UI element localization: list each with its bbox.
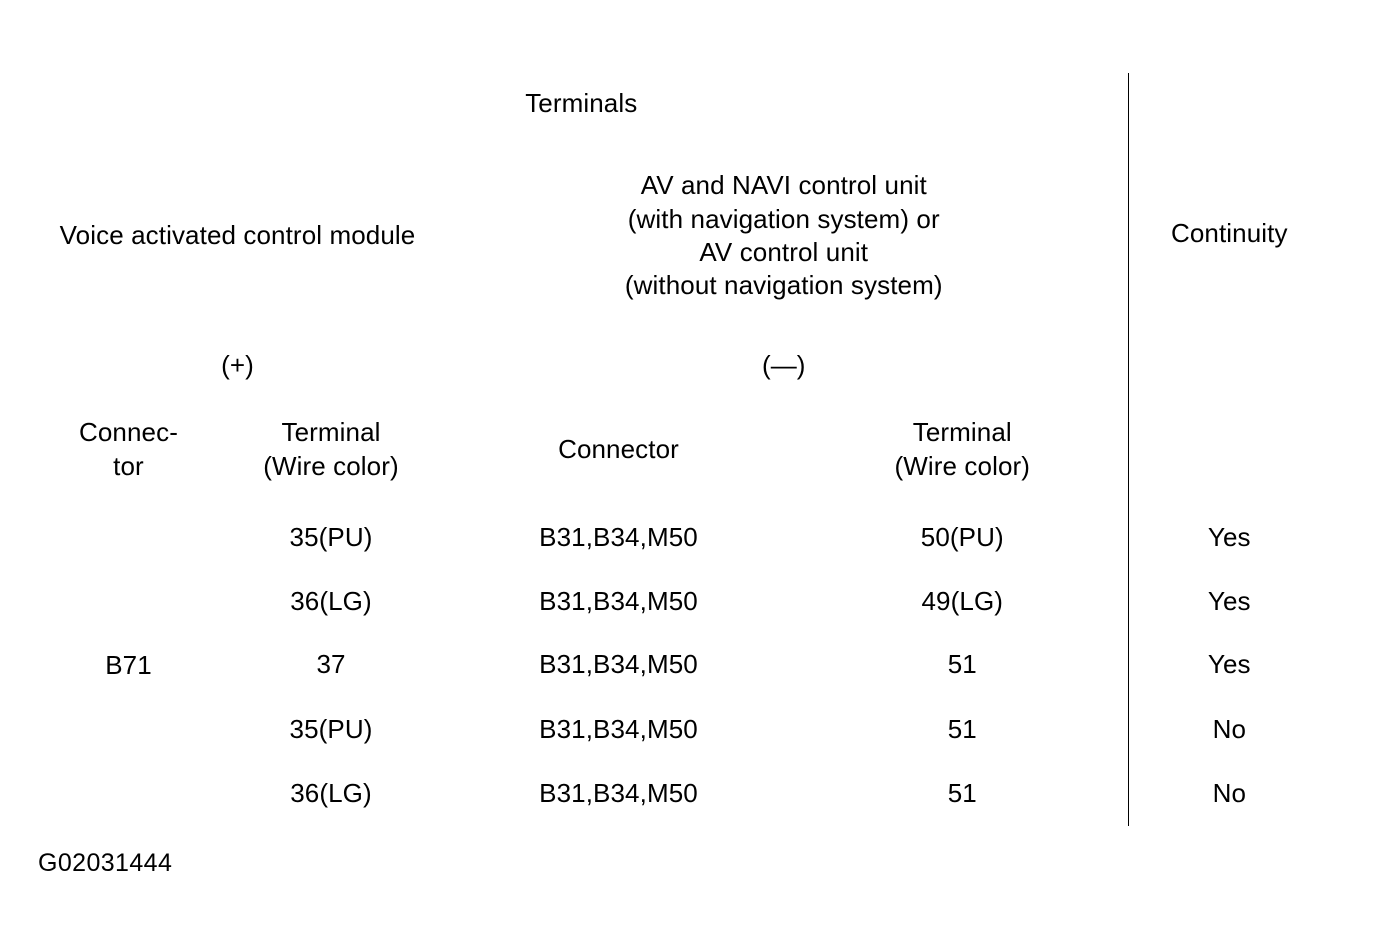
cell-source-terminal: 35(PU) (289, 521, 373, 552)
header-row-terminals: Terminals Continuity (35, 73, 1331, 394)
figure-caption: G02031444 (38, 849, 173, 877)
column-header-continuity-spacer (1127, 394, 1331, 505)
av-navi-line-1: AV and NAVI control unit (640, 170, 927, 201)
av-navi-line-2: (with navigation system) or (627, 203, 940, 234)
header-row-modules: Voice activated control module AV and NA… (35, 135, 1330, 337)
source-connector-line-2: tor (113, 450, 144, 481)
continuity-header: Continuity (1127, 73, 1331, 394)
cell-continuity: Yes (1127, 633, 1331, 697)
polarity-negative: (—) (761, 349, 806, 380)
column-header-target-connector: Connector (558, 433, 679, 464)
table-row: B71 35(PU) B31,B34,M50 50(PU) Yes (35, 505, 1331, 680)
cell-source-terminal: 36(LG) (290, 778, 372, 809)
column-header-target-terminal: Terminal (Wire color) (797, 394, 1128, 505)
cell-target-terminal: 51 (947, 778, 977, 809)
cell-continuity: Yes (1127, 570, 1331, 633)
continuity-check-table: Terminals Continuity Voice activated con… (35, 73, 1331, 826)
cell-source-terminal: 37 (316, 649, 346, 680)
terminals-group-header: Terminals (525, 88, 638, 119)
cell-continuity: No (1127, 762, 1331, 826)
table-row: 37 B31,B34,M50 51 Yes (35, 633, 1331, 697)
column-header-source-connector: Connec- tor (35, 394, 222, 505)
polarity-positive: (+) (221, 349, 254, 380)
cell-target-connector: B31,B34,M50 (539, 585, 698, 616)
av-navi-control-unit-header: AV and NAVI control unit (with navigatio… (440, 135, 1128, 337)
cell-target-connector: B31,B34,M50 (539, 713, 698, 744)
cell-target-terminal: 50(PU) (920, 521, 1004, 552)
source-terminal-line-1: Terminal (281, 417, 381, 448)
target-terminal-line-1: Terminal (912, 417, 1012, 448)
table-row: 36(LG) B31,B34,M50 51 No (35, 762, 1331, 826)
target-terminal-line-2: (Wire color) (894, 450, 1031, 481)
cell-source-terminal: 35(PU) (289, 713, 373, 744)
source-connector-merged-cell: B71 (105, 649, 152, 680)
voice-module-label: Voice activated control module (59, 220, 416, 251)
cell-continuity: Yes (1127, 505, 1331, 570)
source-terminal-line-2: (Wire color) (263, 450, 399, 481)
av-navi-line-3: AV control unit (699, 237, 869, 267)
cell-target-connector: B31,B34,M50 (539, 521, 698, 552)
source-connector-line-1: Connec- (79, 417, 178, 448)
cell-continuity: No (1127, 697, 1331, 762)
table-row: 36(LG) B31,B34,M50 49(LG) Yes (35, 570, 1331, 633)
header-row-columns: Connec- tor Terminal (Wire color) Connec… (35, 394, 1331, 505)
cell-target-terminal: 51 (947, 713, 977, 744)
cell-target-terminal: 49(LG) (921, 585, 1004, 616)
cell-target-terminal: 51 (947, 649, 977, 680)
voice-activated-control-module-header: Voice activated control module (35, 135, 440, 337)
cell-source-terminal: 36(LG) (290, 585, 372, 616)
av-navi-line-4: (without navigation system) (624, 270, 943, 301)
column-header-source-terminal: Terminal (Wire color) (222, 394, 440, 505)
cell-target-connector: B31,B34,M50 (539, 649, 698, 680)
header-row-polarity: (+) (—) (35, 337, 1330, 394)
table-row: 35(PU) B31,B34,M50 51 No (35, 697, 1331, 762)
cell-target-connector: B31,B34,M50 (539, 778, 698, 809)
